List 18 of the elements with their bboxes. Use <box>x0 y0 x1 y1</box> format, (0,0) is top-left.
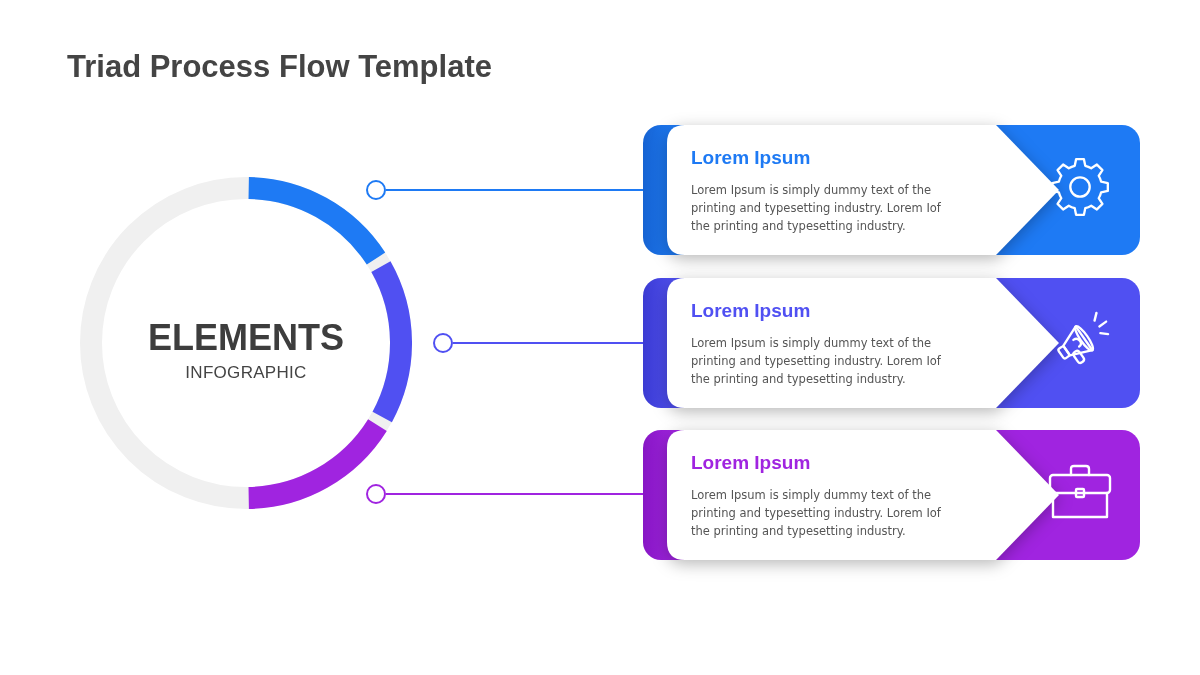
process-card <box>643 278 1140 408</box>
connector-line <box>385 493 644 495</box>
connector-line <box>385 189 644 191</box>
connector-line <box>452 342 644 344</box>
connector-dot <box>366 484 386 504</box>
connector-dot <box>433 333 453 353</box>
card-heading: Lorem Ipsum <box>691 299 811 323</box>
center-title: ELEMENTS <box>148 318 344 358</box>
card-description: Lorem Ipsum is simply dummy text of the printing and typesetting industry. Lorem Iof the printing and typesetting industry. <box>691 335 942 388</box>
slide-title: Triad Process Flow Template <box>67 49 492 85</box>
card-description: Lorem Ipsum is simply dummy text of the printing and typesetting industry. Lorem Iof the printing and typesetting industry. <box>691 182 942 235</box>
card-heading: Lorem Ipsum <box>691 146 811 170</box>
process-card <box>643 125 1140 255</box>
connector-dot <box>366 180 386 200</box>
center-subtitle: INFOGRAPHIC <box>185 363 307 383</box>
process-card <box>643 430 1140 560</box>
card-heading: Lorem Ipsum <box>691 451 811 475</box>
card-description: Lorem Ipsum is simply dummy text of the printing and typesetting industry. Lorem Iof the printing and typesetting industry. <box>691 487 942 540</box>
